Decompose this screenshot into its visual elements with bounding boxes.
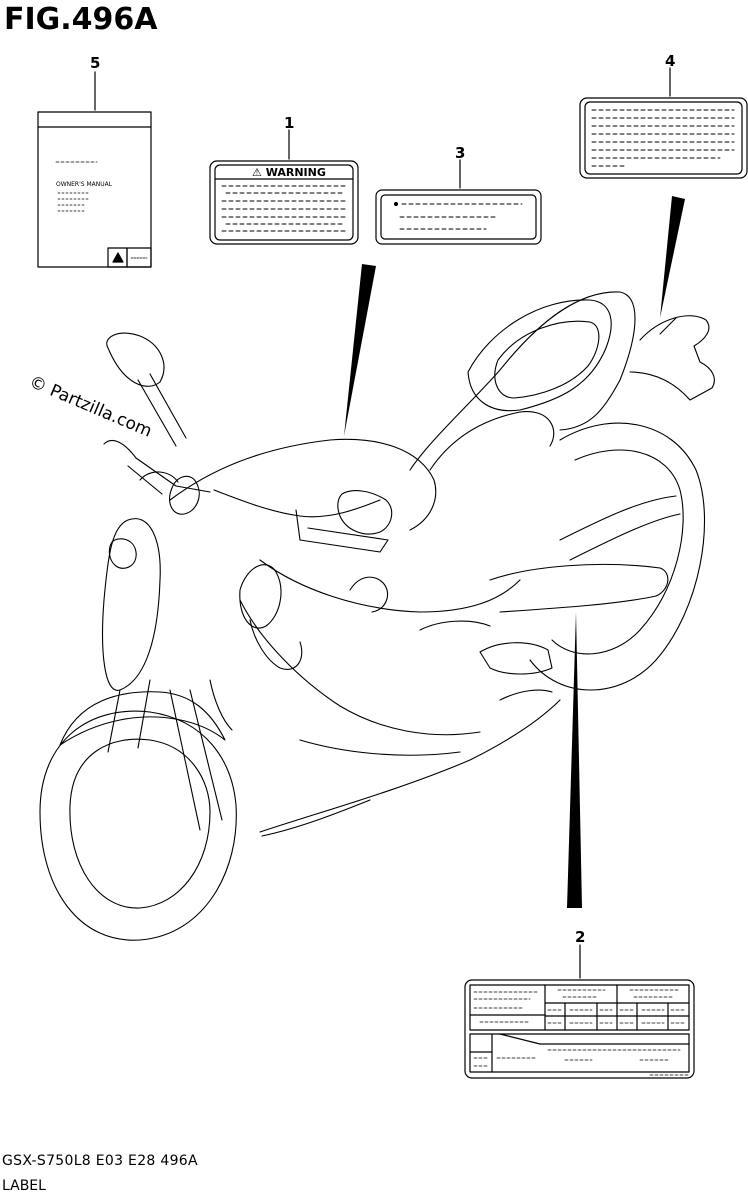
pointer-item-2 [567, 612, 582, 908]
figure-caption: LABEL [2, 1178, 46, 1194]
pointer-item-4 [660, 196, 685, 318]
leader-lines [94, 67, 671, 979]
figure-title: FIG.496A [4, 2, 158, 37]
callout-4: 4 [665, 52, 675, 70]
item-3-label[interactable] [375, 189, 542, 245]
motorcycle-outline [39, 291, 715, 941]
warning-label-heading: ⚠ WARNING [252, 166, 326, 179]
item-1-warning-label[interactable] [209, 160, 359, 245]
item-2-info-label[interactable] [464, 979, 695, 1079]
pointer-item-1 [344, 264, 376, 436]
item-4-label[interactable] [579, 97, 748, 179]
callout-3: 3 [455, 144, 465, 162]
model-code: GSX-S750L8 E03 E28 496A [2, 1153, 198, 1169]
manual-title-text: OWNER'S MANUAL [56, 181, 113, 188]
item-5-owners-manual[interactable] [37, 111, 152, 268]
callout-5: 5 [90, 54, 100, 72]
callout-1: 1 [284, 114, 294, 132]
callout-2: 2 [575, 928, 585, 946]
